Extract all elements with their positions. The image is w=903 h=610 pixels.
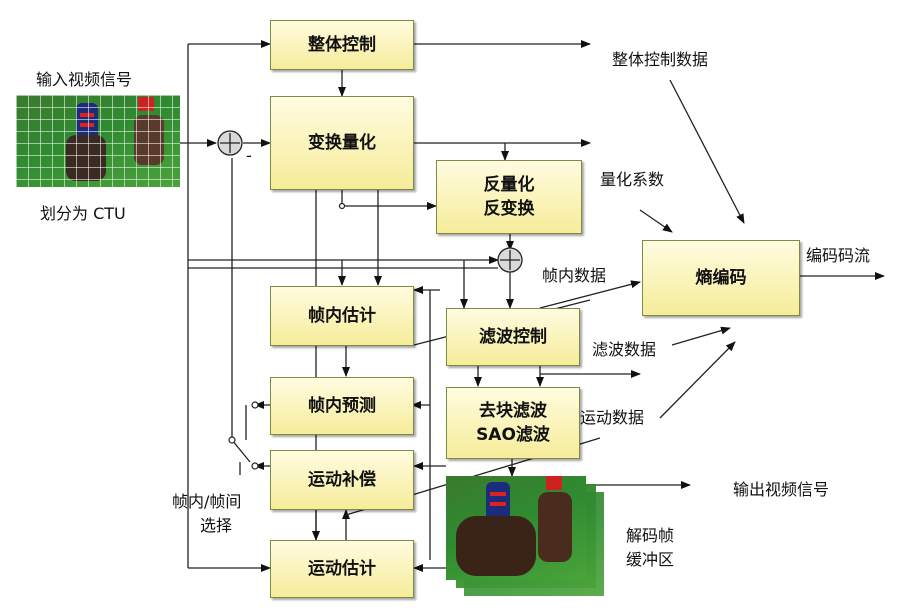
inverse-quant-block: 反量化 反变换 — [436, 160, 582, 234]
decoded-frame-label: 解码帧 — [626, 526, 675, 545]
buffer-label: 缓冲区 — [626, 550, 675, 569]
transform-quant-label: 变换量化 — [308, 133, 376, 153]
select-label: 选择 — [200, 516, 233, 535]
general-control-block: 整体控制 — [270, 20, 414, 70]
general-control-label: 整体控制 — [308, 35, 376, 55]
connection-lines — [180, 40, 885, 572]
quant-coeff-label: 量化系数 — [600, 170, 665, 189]
filter-control-block: 滤波控制 — [446, 308, 580, 366]
sao-label: SAO滤波 — [476, 425, 550, 445]
entropy-coding-label: 熵编码 — [695, 268, 747, 288]
summation-node-2 — [497, 247, 523, 273]
input-video-label: 输入视频信号 — [36, 70, 133, 89]
output-video-label: 输出视频信号 — [733, 480, 830, 499]
intra-estimation-block: 帧内估计 — [270, 286, 414, 346]
motion-estimation-block: 运动估计 — [270, 540, 414, 598]
input-video-thumbnail — [16, 95, 180, 187]
motion-estimation-label: 运动估计 — [308, 559, 376, 579]
deblock-label: 去块滤波 — [479, 401, 547, 421]
bitstream-label: 编码码流 — [806, 246, 871, 265]
deblock-sao-block: 去块滤波 SAO滤波 — [446, 387, 580, 459]
motion-compensation-block: 运动补偿 — [270, 450, 414, 510]
ctu-split-label: 划分为 CTU — [40, 204, 126, 223]
motion-data-label: 运动数据 — [580, 408, 645, 427]
motion-compensation-label: 运动补偿 — [308, 470, 376, 490]
general-control-data-label: 整体控制数据 — [612, 50, 709, 69]
summation-node-1 — [217, 130, 243, 156]
decoded-frame-buffer-image — [446, 476, 586, 580]
intra-data-label: 帧内数据 — [542, 266, 607, 285]
filter-data-label: 滤波数据 — [592, 340, 657, 359]
intra-inter-select-label: 帧内/帧间 — [172, 492, 242, 511]
inverse-quant-label: 反量化 — [483, 175, 535, 195]
entropy-coding-block: 熵编码 — [642, 240, 800, 316]
inverse-transform-label: 反变换 — [483, 199, 535, 219]
intra-prediction-label: 帧内预测 — [308, 396, 376, 416]
junction-dots — [228, 202, 346, 470]
filter-control-label: 滤波控制 — [479, 327, 547, 347]
intra-prediction-block: 帧内预测 — [270, 377, 414, 435]
intra-estimation-label: 帧内估计 — [308, 306, 376, 326]
minus-sign: - — [246, 146, 252, 165]
transform-quant-block: 变换量化 — [270, 96, 414, 190]
